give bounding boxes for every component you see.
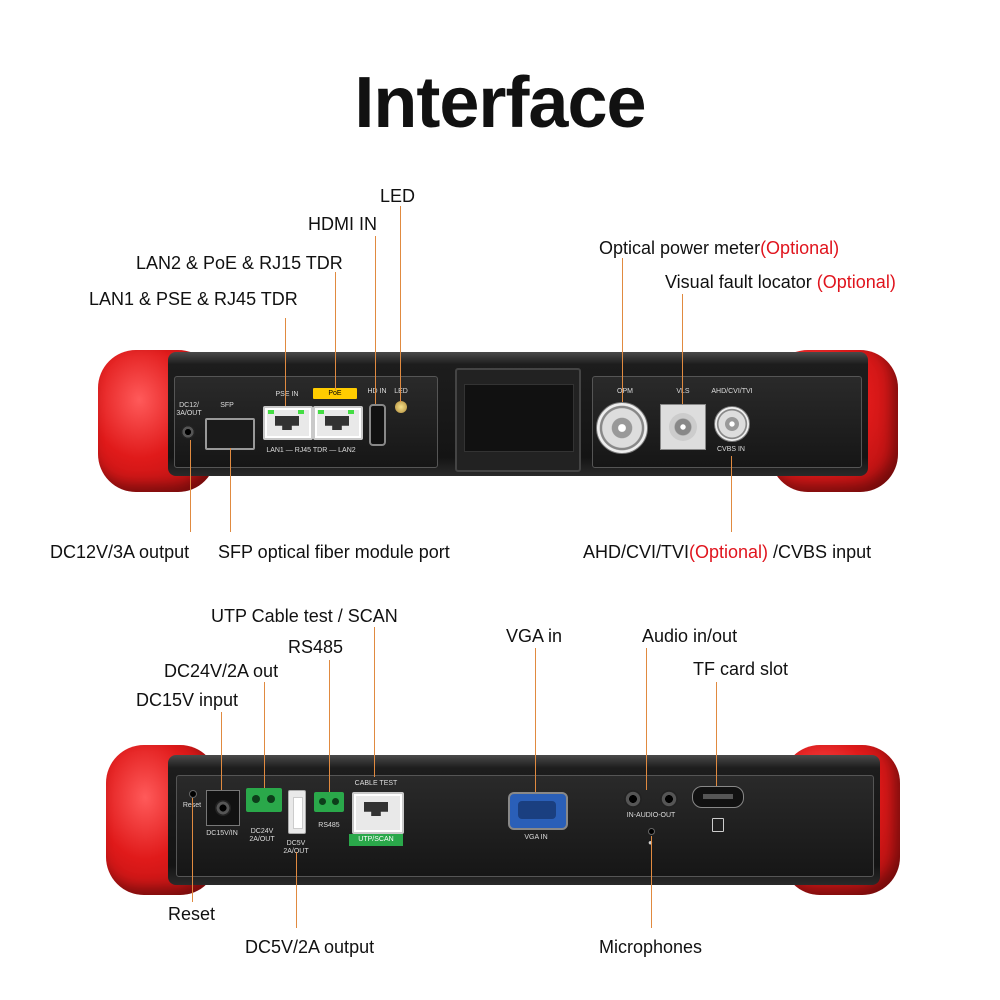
silk-led: LED [394,388,408,395]
callout-ahd: AHD/CVI/TVI(Optional) /CVBS input [583,542,871,562]
top-center-screen [455,368,581,472]
callout-audio: Audio in/out [642,626,738,646]
silk-lan-row: LAN1 — RJ45 TDR — LAN2 [266,447,356,454]
silk-cable-test: CABLE TEST [354,780,398,787]
callout-opm-optional: (Optional) [760,238,840,258]
silk-vls: VLS [672,388,694,395]
led-indicator [395,401,407,413]
lead-dc12 [190,440,191,532]
page-title: Interface [354,63,646,143]
callout-lan1: LAN1 & PSE & RJ45 TDR [89,289,298,309]
utp-scan-badge: UTP/SCAN [349,834,403,846]
callout-sfp: SFP optical fiber module port [218,542,450,562]
microphone-icon: ● [648,838,653,847]
lead-dc15 [221,712,222,790]
silk-dc5-line2: 2A/OUT [280,848,312,856]
callout-vfl-text: Visual fault locator [665,272,812,292]
silk-dc24: DC24V 2A/OUT [240,828,284,844]
vga-in-port[interactable] [508,792,568,830]
callout-vga: VGA in [506,626,563,646]
callout-vfl-optional: (Optional) [816,272,896,292]
callout-dc12: DC12V/3A output [50,542,190,562]
microphone-hole [648,828,655,835]
callout-rs485: RS485 [288,637,344,657]
silk-sfp: SFP [220,402,234,409]
tf-card-slot[interactable] [692,786,744,808]
silk-ahd: AHD/CVI/TVI [711,388,753,395]
callout-mic: Microphones [599,937,703,957]
reset-button[interactable] [189,790,197,798]
lead-rs485 [329,660,330,792]
callout-hdmi-in: HDMI IN [308,214,377,234]
silk-dc5-line1: DC5V [286,840,306,847]
callout-utp: UTP Cable test / SCAN [211,606,398,626]
dc15-input-port[interactable] [206,790,240,826]
callout-ahd-text: AHD/CVI/TVI [583,542,690,562]
cvbs-bnc-connector[interactable] [714,406,750,442]
vls-connector[interactable] [660,404,706,450]
poe-label: PoE [328,390,342,397]
lead-dc5 [296,852,297,928]
lead-opm [622,258,623,402]
lan2-led-left [318,410,324,414]
lead-led [400,206,401,402]
silk-audio: IN-AUDIO-OUT [626,812,676,819]
utp-scan-label: UTP/SCAN [358,836,394,843]
audio-in-jack[interactable] [624,790,642,808]
sd-card-icon [712,818,724,832]
rs485-terminal[interactable] [314,792,344,812]
callout-opm: Optical power meter(Optional) [599,238,839,258]
callout-ahd-optional: (Optional) [689,542,769,562]
lead-utp [374,627,375,777]
silk-dc5: DC5V 2A/OUT [280,840,312,856]
silk-hd-in: HD IN [367,388,387,395]
lan1-led-right [298,410,304,414]
silk-dc24-line1: DC24V [250,828,274,835]
callout-lan2: LAN2 & PoE & RJ15 TDR [136,253,343,273]
utp-scan-port[interactable] [352,792,404,834]
lead-sfp [230,448,231,532]
callout-reset: Reset [168,904,216,924]
lead-mic [651,836,652,928]
callout-dc24: DC24V/2A out [164,661,279,681]
silk-dc24-line2: 2A/OUT [249,836,275,843]
lead-dc24 [264,682,265,788]
silk-dc15: DC15V/IN [206,830,238,837]
callout-vfl: Visual fault locator (Optional) [665,272,896,292]
callout-opm-text: Optical power meter [599,238,761,258]
lan2-led-right [348,410,354,414]
callout-tf: TF card slot [693,659,789,679]
silk-rs485: RS485 [318,822,340,829]
callout-ahd-cvbs: /CVBS input [768,542,872,562]
silk-dc12: DC12/ 3A/OUT [176,402,202,417]
lead-lan2 [335,272,336,390]
lead-audio [646,648,647,790]
lead-vfl [682,294,683,404]
audio-out-jack[interactable] [660,790,678,808]
lan1-port[interactable] [263,406,313,440]
dc24-output-terminal[interactable] [246,788,282,812]
silk-opm: OPM [617,388,633,395]
dc12-output-port[interactable] [181,425,195,439]
poe-badge: PoE [313,388,357,399]
silk-reset: Reset [180,802,204,809]
callout-led: LED [380,186,416,206]
lead-tf [716,682,717,786]
lead-vga [535,648,536,792]
callout-dc15: DC15V input [136,690,239,710]
silk-cvbs-in: CVBS IN [716,446,745,453]
lead-reset [192,798,193,902]
lead-ahd [731,456,732,532]
hdmi-in-port[interactable] [369,404,386,446]
lead-lan1 [285,318,286,406]
usb-port[interactable] [288,790,306,834]
lead-hdmi [375,236,376,404]
silk-vga-in: VGA IN [524,834,548,841]
lan1-led-left [268,410,274,414]
opm-connector[interactable] [596,402,648,454]
silk-pse-in: PSE IN [275,391,299,398]
callout-dc5: DC5V/2A output [245,937,375,957]
sfp-port[interactable] [205,418,255,450]
